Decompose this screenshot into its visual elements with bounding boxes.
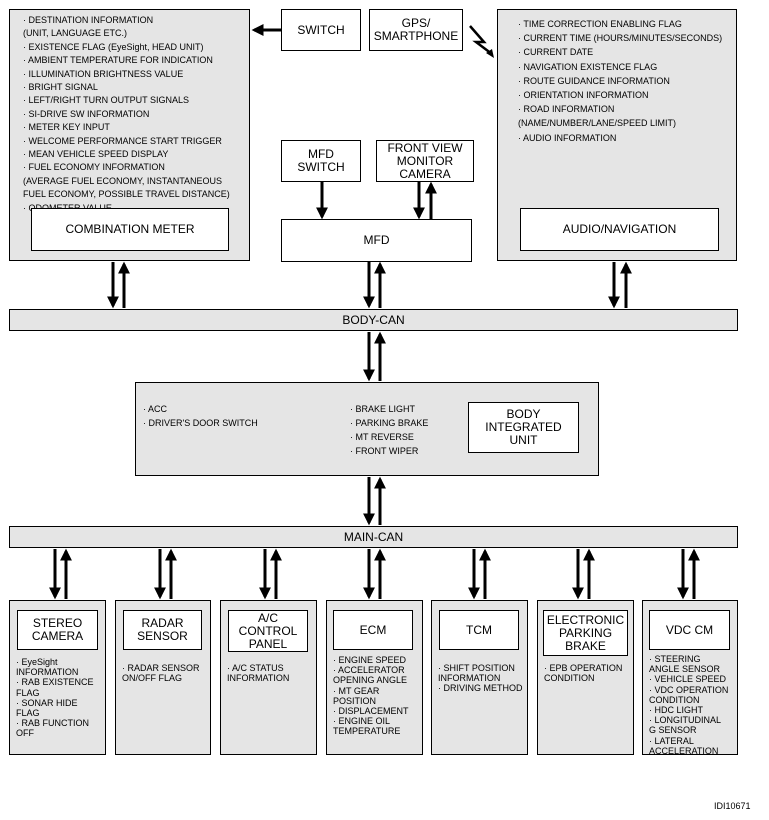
signal-item: · ENGINE SPEED bbox=[333, 655, 407, 665]
module-signal-list: · STEERING ANGLE SENSOR· VEHICLE SPEED· … bbox=[649, 654, 728, 756]
signal-item: · AMBIENT TEMPERATURE FOR INDICATION bbox=[23, 55, 213, 66]
module-name-box: VDC CM bbox=[649, 610, 730, 650]
signal-item: · ODOMETER VALUE bbox=[23, 202, 112, 213]
figure-code: IDI10671 bbox=[714, 801, 751, 811]
signal-item: · BRAKE LIGHT bbox=[350, 404, 416, 414]
signal-item: · AUDIO INFORMATION bbox=[518, 132, 617, 143]
module-name-box: RADAR SENSOR bbox=[123, 610, 202, 650]
module-signal-list: · RADAR SENSOR ON/OFF FLAG bbox=[122, 663, 200, 683]
signal-item: · SHIFT POSITION INFORMATION bbox=[438, 663, 515, 684]
module-signal-list: · A/C STATUS INFORMATION bbox=[227, 663, 289, 683]
signal-item: · ACCELERATOR OPENING ANGLE bbox=[333, 665, 408, 686]
signal-item: · EPB OPERATION CONDITION bbox=[544, 663, 623, 684]
body-integrated-unit-box: BODY INTEGRATED UNIT bbox=[468, 402, 579, 453]
body-can-bus: BODY-CAN bbox=[9, 309, 738, 331]
audio-navigation-box: AUDIO/NAVIGATION bbox=[520, 208, 719, 251]
module-name-box: ECM bbox=[333, 610, 413, 650]
signal-item: · NAVIGATION EXISTENCE FLAG bbox=[518, 61, 658, 72]
module-signal-list: · SHIFT POSITION INFORMATION· DRIVING ME… bbox=[438, 663, 523, 694]
signal-item: · RADAR SENSOR ON/OFF FLAG bbox=[122, 663, 200, 684]
signal-item: · MT REVERSE bbox=[350, 432, 414, 442]
main-can-bus: MAIN-CAN bbox=[9, 526, 738, 548]
front-view-monitor-camera-box: FRONT VIEW MONITOR CAMERA bbox=[376, 140, 474, 182]
signal-item: · RAB FUNCTION OFF bbox=[16, 718, 89, 739]
signal-item: · EXISTENCE FLAG (EyeSight, HEAD UNIT) bbox=[23, 41, 204, 52]
signal-item: · FRONT WIPER bbox=[350, 446, 419, 456]
signal-item: · A/C STATUS INFORMATION bbox=[227, 663, 290, 684]
mfd-box: MFD bbox=[281, 219, 472, 262]
signal-item: · ENGINE OIL TEMPERATURE bbox=[333, 716, 401, 737]
signal-item: · ACC bbox=[143, 404, 168, 414]
signal-item: · ROAD INFORMATION (NAME/NUMBER/LANE/SPE… bbox=[518, 104, 677, 129]
signal-item: · BRIGHT SIGNAL bbox=[23, 82, 98, 93]
module-signal-list: · EPB OPERATION CONDITION bbox=[544, 663, 622, 683]
signal-item: · RAB EXISTENCE FLAG bbox=[16, 677, 94, 698]
body-integrated-left-signals: · ACC · DRIVER'S DOOR SWITCH bbox=[143, 402, 258, 430]
signal-item: · DESTINATION INFORMATION (UNIT, LANGUAG… bbox=[23, 15, 154, 39]
signal-item: · MEAN VEHICLE SPEED DISPLAY bbox=[23, 149, 169, 160]
signal-item: · SI-DRIVE SW INFORMATION bbox=[23, 108, 150, 119]
signal-item: · LONGITUDINAL G SENSOR bbox=[649, 715, 722, 736]
signal-item: · ILLUMINATION BRIGHTNESS VALUE bbox=[23, 68, 184, 79]
module-name-box: STEREO CAMERA bbox=[17, 610, 98, 650]
mfd-switch-box: MFD SWITCH bbox=[281, 140, 361, 182]
signal-item: · LEFT/RIGHT TURN OUTPUT SIGNALS bbox=[23, 95, 190, 106]
audio-navigation-signal-list: · TIME CORRECTION ENABLING FLAG · CURRENT… bbox=[518, 17, 722, 145]
signal-item: · WELCOME PERFORMANCE START TRIGGER bbox=[23, 135, 222, 146]
signal-item: · HDC LIGHT bbox=[649, 705, 703, 716]
signal-item: · PARKING BRAKE bbox=[350, 418, 429, 428]
module-signal-list: · ENGINE SPEED· ACCELERATOR OPENING ANGL… bbox=[333, 655, 409, 737]
signal-item: · LATERAL ACCELERATION bbox=[649, 735, 719, 756]
signal-item: · ROUTE GUIDANCE INFORMATION bbox=[518, 75, 670, 86]
signal-item: · TIME CORRECTION ENABLING FLAG bbox=[518, 19, 682, 29]
signal-item: · SONAR HIDE FLAG bbox=[16, 697, 78, 719]
module-name-box: TCM bbox=[439, 610, 519, 650]
signal-item: · CURRENT TIME (HOURS/MINUTES/SECONDS) bbox=[518, 33, 723, 44]
wireless-signal-icon bbox=[469, 25, 494, 58]
signal-item: · EyeSight INFORMATION bbox=[16, 657, 79, 678]
body-integrated-right-signals: · BRAKE LIGHT · PARKING BRAKE · MT REVERSE… bbox=[350, 402, 428, 458]
signal-item: · METER KEY INPUT bbox=[23, 122, 110, 133]
signal-item: · FUEL ECONOMY INFORMATION (AVERAGE FUEL… bbox=[23, 162, 230, 200]
combination-meter-signal-list: · DESTINATION INFORMATION (UNIT, LANGUAG… bbox=[23, 14, 230, 215]
signal-item: · VEHICLE SPEED bbox=[649, 674, 727, 685]
module-name-box: ELECTRONIC PARKING BRAKE bbox=[543, 610, 628, 656]
module-name-box: A/C CONTROL PANEL bbox=[228, 610, 308, 652]
switch-box: SWITCH bbox=[281, 9, 361, 51]
signal-item: · CURRENT DATE bbox=[518, 47, 594, 58]
signal-item: · DRIVING METHOD bbox=[438, 683, 523, 694]
combination-meter-box: COMBINATION METER bbox=[31, 208, 229, 251]
signal-item: · STEERING ANGLE SENSOR bbox=[649, 654, 721, 675]
gps-smartphone-box: GPS/ SMARTPHONE bbox=[369, 9, 463, 51]
signal-item: · DISPLACEMENT bbox=[333, 706, 409, 717]
signal-item: · ORIENTATION INFORMATION bbox=[518, 90, 649, 101]
signal-item: · VDC OPERATION CONDITION bbox=[649, 684, 729, 705]
signal-item: · MT GEAR POSITION bbox=[333, 685, 380, 706]
signal-item: · DRIVER'S DOOR SWITCH bbox=[143, 418, 258, 428]
module-signal-list: · EyeSight INFORMATION· RAB EXISTENCE FL… bbox=[16, 657, 94, 739]
